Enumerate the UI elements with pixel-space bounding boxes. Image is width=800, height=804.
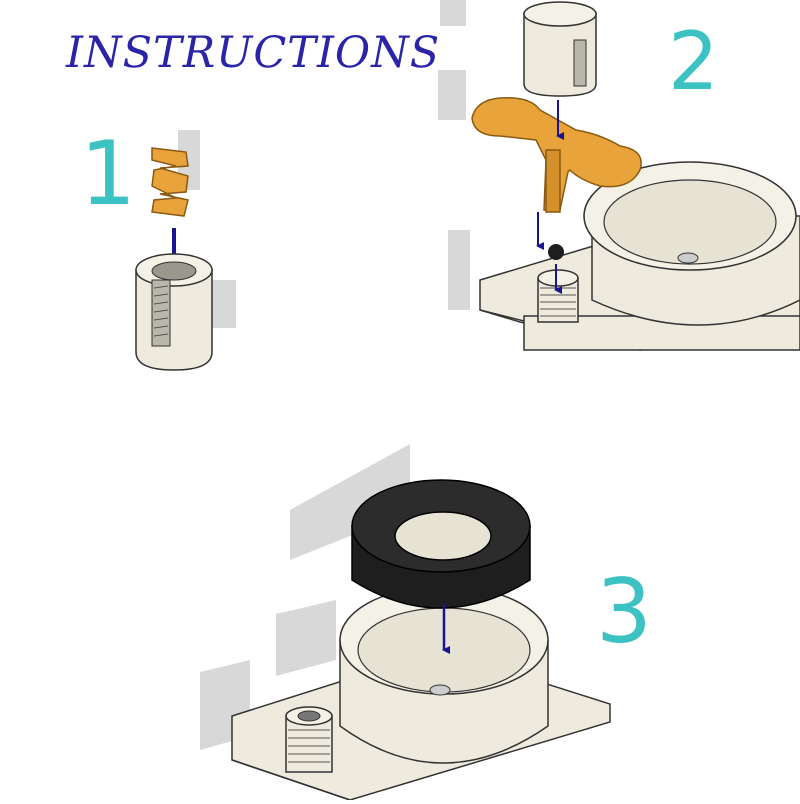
step2-shadow	[448, 230, 470, 310]
cap-cylinder	[523, 1, 597, 97]
step3-shadow	[276, 600, 336, 676]
threaded-cylinder	[135, 253, 213, 371]
ball-bearing	[548, 244, 564, 260]
step3-illustration	[200, 444, 611, 801]
step-number-2: 2	[668, 15, 719, 108]
orange-key	[471, 97, 642, 213]
bowl-housing	[583, 161, 800, 326]
step2-shadow	[440, 0, 466, 26]
step-number-3: 3	[596, 560, 652, 663]
spring-clip	[151, 147, 189, 217]
page-title: INSTRUCTIONS	[66, 28, 441, 78]
step2-illustration	[438, 0, 800, 351]
step2-shadow	[438, 70, 466, 120]
threaded-post	[285, 706, 333, 773]
step3-shadow	[290, 444, 410, 560]
step1-illustration	[135, 130, 236, 371]
step1-shadow	[212, 280, 236, 328]
threaded-post	[537, 269, 579, 323]
rubber-ring	[351, 479, 531, 609]
step-number-1: 1	[80, 122, 136, 225]
